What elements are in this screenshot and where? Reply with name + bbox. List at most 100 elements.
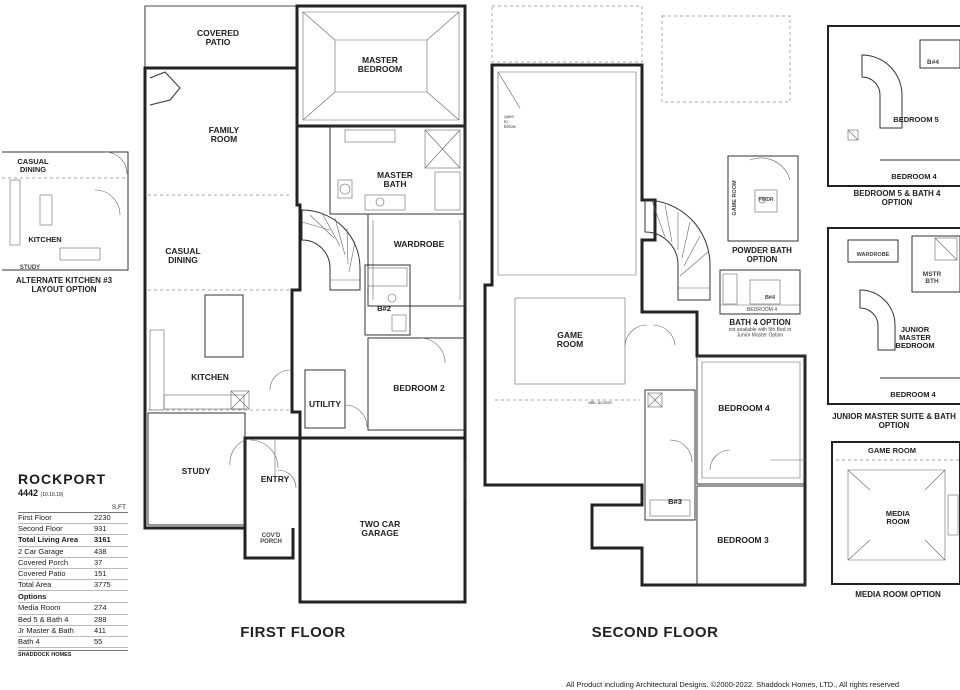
area-row: Bed 5 & Bath 4 288 — [18, 615, 128, 626]
area-row: Bath 4 55 — [18, 637, 128, 649]
bedroom-2-outline — [367, 337, 466, 431]
area-label: Second Floor — [18, 524, 63, 534]
first-floor-title: FIRST FLOOR — [240, 624, 346, 641]
powder-option-pwdr-label: PWDR — [758, 197, 774, 203]
area-unit: S.FT — [18, 503, 128, 513]
junior-master-option — [827, 227, 960, 405]
room-label-wardrobe: WARDROBE — [394, 239, 445, 249]
study-outline — [147, 412, 246, 526]
bath4-option-title: BATH 4 OPTION — [729, 318, 790, 327]
area-value: 274 — [94, 603, 107, 613]
first-floor-plan — [143, 4, 467, 604]
room-label-bath-3: B#3 — [668, 497, 682, 506]
room-label-entry: ENTRY — [261, 474, 290, 484]
first-floor-staircase — [301, 209, 361, 291]
wardrobe-outline — [367, 213, 466, 307]
room-label-study: STUDY — [182, 466, 211, 476]
area-value: 288 — [94, 614, 107, 624]
second-floor-staircase — [644, 199, 711, 301]
area-row: Media Room 274 — [18, 603, 128, 615]
area-label: Total Living Area — [18, 535, 79, 545]
media-option-game-room-label: GAME ROOM — [868, 446, 916, 455]
copyright-notice: All Product including Architectural Desi… — [566, 680, 900, 689]
area-row: Covered Porch 37 — [18, 557, 128, 570]
area-value: 3775 — [94, 580, 111, 590]
second-floor-title: SECOND FLOOR — [592, 624, 719, 641]
second-floor-plan — [483, 5, 807, 587]
area-row: Total Living Area 3161 — [18, 535, 128, 547]
bed5-bath4-option — [827, 25, 960, 187]
alt-kitchen-option — [2, 151, 129, 271]
area-label: Bed 5 & Bath 4 — [18, 614, 69, 624]
bath4-option-b4-label: B#4 — [765, 295, 776, 301]
area-row: Jr Master & Bath 411 — [18, 625, 128, 638]
powder-option-game-room-label: GAME ROOM — [732, 180, 738, 216]
area-label: Covered Porch — [18, 557, 69, 567]
bath-3-outline — [644, 389, 696, 521]
area-row: Total Area 3775 — [18, 580, 128, 592]
room-label-bedroom-2: BEDROOM 2 — [393, 383, 445, 393]
area-label: Covered Patio — [18, 569, 66, 579]
area-label: First Floor — [18, 513, 52, 522]
plan-number-value: 4442 — [18, 488, 39, 498]
media-room-option-title: MEDIA ROOM OPTION — [855, 590, 941, 599]
utility-outline — [304, 369, 346, 429]
alt-kitchen-kitchen-label: KITCHEN — [28, 235, 61, 244]
bath4-option-bedroom4-label: BEDROOM 4 — [747, 307, 777, 313]
room-label-kitchen: KITCHEN — [191, 372, 229, 382]
alt-kitchen-study-label: STUDY — [20, 265, 40, 271]
area-label: Jr Master & Bath — [18, 625, 74, 635]
plan-date: (10.16.19) — [40, 492, 64, 498]
room-label-bedroom-4: BEDROOM 4 — [718, 403, 770, 413]
area-value: 3161 — [94, 535, 111, 545]
area-value: 55 — [94, 637, 103, 647]
media-room-option — [831, 441, 960, 585]
area-value: 931 — [94, 524, 107, 534]
area-label: Bath 4 — [18, 637, 40, 647]
bed5-option-b4-label: B#4 — [927, 59, 939, 66]
area-value: 37 — [94, 557, 103, 567]
bed5-option-bedroom5-label: BEDROOM 5 — [893, 115, 938, 124]
kitchen-island — [204, 294, 244, 358]
jr-option-wardrobe-label: WARDROBE — [857, 252, 890, 258]
room-label-bedroom-3: BEDROOM 3 — [717, 535, 769, 545]
room-label-utility: UTILITY — [309, 399, 341, 409]
area-row: Second Floor 931 — [18, 524, 128, 536]
area-value: 411 — [94, 625, 106, 635]
square-footage-table: ROCKPORT 4442 (10.16.19) S.FT First Floo… — [18, 472, 128, 660]
bed5-option-bedroom4-label: BEDROOM 4 — [891, 172, 937, 181]
plan-name: ROCKPORT — [18, 471, 107, 487]
area-value: 2230 — [94, 513, 111, 522]
area-row: Covered Patio 151 — [18, 569, 128, 581]
area-label: Media Room — [18, 603, 61, 613]
jr-option-bedroom4-label: BEDROOM 4 — [890, 390, 936, 399]
area-value: 151 — [94, 569, 107, 579]
options-header: Options — [18, 591, 128, 604]
bedroom-4-outline — [696, 355, 806, 485]
area-row: First Floor 2230 — [18, 513, 128, 525]
area-label: Total Area — [18, 580, 52, 590]
powder-bath-option — [727, 155, 799, 242]
label-attic-access: attic access — [588, 400, 612, 405]
bath4-option — [719, 269, 801, 315]
area-value: 438 — [94, 546, 107, 556]
